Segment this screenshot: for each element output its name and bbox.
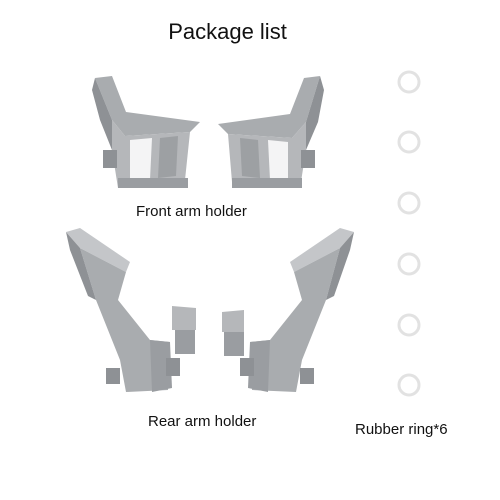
page-title: Package list bbox=[168, 19, 287, 44]
rubber-ring bbox=[397, 313, 421, 337]
rear-arm-holder-caption: Rear arm holder bbox=[148, 413, 257, 430]
front-arm-holder-left bbox=[92, 76, 200, 188]
front-arm-holder-caption: Front arm holder bbox=[136, 203, 247, 220]
rubber-ring bbox=[397, 191, 421, 215]
rear-arm-holder-left bbox=[66, 228, 196, 392]
rubber-ring bbox=[397, 252, 421, 276]
rubber-ring bbox=[397, 130, 421, 154]
front-arm-holder-right bbox=[218, 76, 324, 188]
rubber-ring bbox=[397, 373, 421, 397]
rubber-ring-caption: Rubber ring*6 bbox=[355, 421, 448, 438]
rubber-rings bbox=[397, 70, 421, 397]
rubber-ring bbox=[397, 70, 421, 94]
rear-arm-holder-right bbox=[222, 228, 354, 392]
